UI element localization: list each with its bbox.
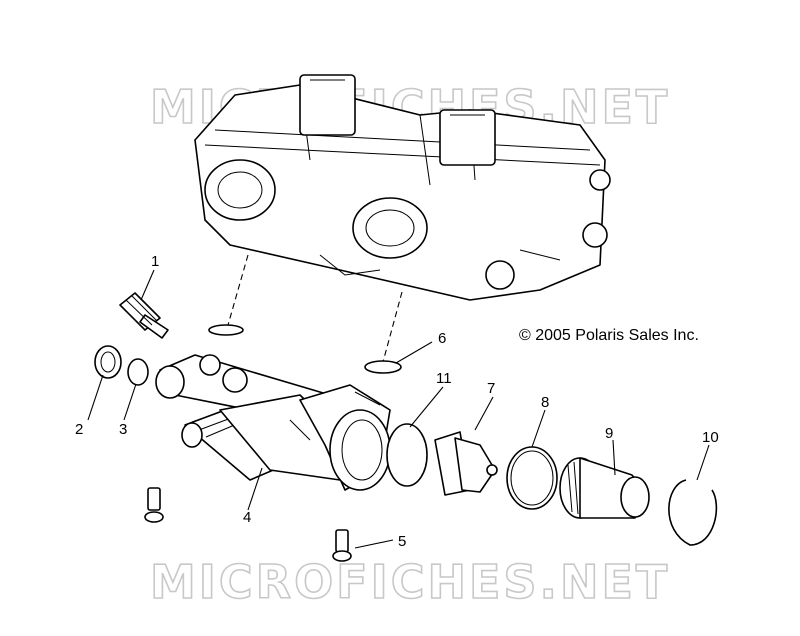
- part-7-thermostat: [434, 431, 498, 496]
- callout-7: 7: [487, 380, 495, 397]
- part-2-plug: [94, 345, 122, 379]
- part-9-outlet-fitting: [559, 457, 650, 519]
- part-11-o-ring: [386, 423, 428, 487]
- callout-9: 9: [605, 425, 613, 442]
- callout-4: 4: [243, 509, 251, 526]
- callout-2: 2: [75, 421, 83, 438]
- cylinder-head: [194, 74, 611, 301]
- callout-1: 1: [151, 253, 159, 270]
- part-6-o-ring-left: [208, 324, 244, 336]
- callout-6: 6: [438, 330, 446, 347]
- callout-5: 5: [398, 533, 406, 550]
- callout-11: 11: [436, 370, 452, 387]
- part-10-snap-ring: [668, 479, 718, 546]
- callout-3: 3: [119, 421, 127, 438]
- copyright-notice: © 2005 Polaris Sales Inc.: [519, 327, 699, 344]
- callout-10: 10: [702, 429, 719, 446]
- part-4-thermostat-housing: [155, 354, 391, 491]
- part-6-o-ring-right: [364, 360, 402, 374]
- part-5-bolt: [332, 529, 352, 562]
- watermark-bottom: MICROFICHES.NET: [150, 555, 670, 609]
- callout-8: 8: [541, 394, 549, 411]
- part-8-seal-ring: [506, 446, 558, 510]
- part-3-o-ring: [127, 358, 149, 386]
- leader-lines: [87, 269, 710, 549]
- part-1-temperature-sensor: [119, 292, 169, 339]
- part-4-bolt: [144, 487, 164, 523]
